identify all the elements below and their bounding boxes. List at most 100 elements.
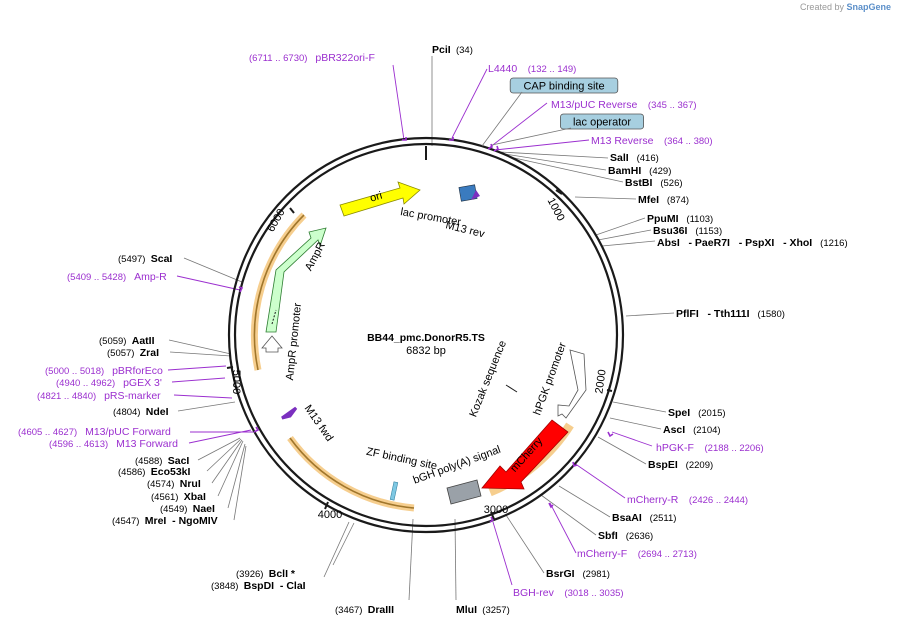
enzyme-mfei-label: MfeI (874) [638,194,689,206]
tick-label-5000: 5000 [230,370,242,394]
enzyme-name: PpuMI [647,213,679,225]
ampr-arrow [265,227,327,333]
enzyme-name: NruI [180,478,201,490]
tick-mark [289,207,295,214]
enzyme-name: MreI [145,515,167,527]
leader-line [491,127,572,146]
enzyme-name: ZraI [140,347,159,359]
tick-label-6000: 6000 [265,207,288,234]
enzyme-name: BspDI [244,580,274,592]
ampr-highlight-line [253,214,305,371]
ori-arrow [339,181,421,217]
enzyme-name: ScaI [151,253,173,265]
enzyme-mlui-label: MluI (3257) [456,604,510,616]
ampr-inner-dash [271,309,277,325]
primer-pbrforeco-label: (5000 .. 5018) pBRforEco [45,365,163,377]
primer-name: mCherry-R [627,494,679,506]
primer-name: pBR322ori-F [315,52,375,64]
enzyme-position: (4588) [135,456,168,467]
enzyme-position: (2511) [642,513,677,524]
enzyme-name: - Tth111I [699,308,750,320]
enzyme-ndei-label: (4804) NdeI [113,406,169,418]
enzyme-name: MfeI [638,194,659,206]
primer-name: BGH-rev [513,587,555,599]
primer-name: L4440 [488,63,517,75]
zf-binding-site-label: ZF binding site [365,446,438,473]
primer-position: (2188 .. 2206) [694,443,764,454]
enzyme-name: MluI [456,604,477,616]
primer-name: pRS-marker [104,390,161,402]
primer-name: Amp-R [134,271,167,283]
enzyme-position: (1216) [812,238,847,249]
primer-mcherry-r-label: mCherry-R (2426 .. 2444) [627,494,748,506]
primer-leader-lines [167,64,653,586]
enzyme-position: (526) [652,178,682,189]
enzyme-position: (429) [641,166,671,177]
enzyme-asci-label: AscI (2104) [663,424,721,436]
enzyme-position: (3848) [211,581,244,592]
primer-l4440-label: L4440 (132 .. 149) [488,63,576,75]
enzyme-nrui-label: (4574) NruI [147,478,201,490]
m13-fwd-label: M13 fwd [302,403,336,444]
enzyme-ppumi-label: PpuMI (1103) [647,213,713,225]
enzyme-name: AbsI [657,237,680,249]
primer-name: M13 Reverse [591,135,654,147]
primer-name: hPGK-F [656,442,694,454]
ampr-promoter-arrow [261,335,283,353]
enzyme-name: - XhoI [774,237,812,249]
primer-markers [238,137,614,523]
enzyme-position: (4574) [147,479,180,490]
plasmid-length: 6832 bp [406,345,446,357]
enzyme-name: - PspXI [730,237,774,249]
snapgene-logo: SnapGene [846,2,891,12]
lac-operator-box [560,113,645,130]
primer-position: (4596 .. 4613) [49,439,116,450]
enzyme-zrai-label: (5057) ZraI [107,347,159,359]
enzyme-bsu36i-label: Bsu36I (1153) [653,225,722,237]
enzyme-position: (2015) [690,408,725,419]
m13-fwd-mark [281,406,298,420]
tick-label-2000: 2000 [593,369,608,395]
enzyme-position: (34) [451,45,473,56]
lac-operator-label: lac operator [573,117,631,129]
enzyme-name: Bsu36I [653,225,688,237]
enzyme-name: SalI [610,152,629,164]
enzyme-position: (4586) [118,467,151,478]
tick-mark [226,366,234,369]
enzyme-position: (4804) [113,407,146,418]
enzyme-position: (416) [629,153,659,164]
tick-mark [490,511,495,520]
enzyme-name: NaeI [193,503,215,515]
primer-name: M13/pUC Forward [85,426,171,438]
tick-mark [606,389,613,392]
enzyme-eco53ki-label: (4586) Eco53kI [118,466,191,478]
enzyme-spei-label: SpeI (2015) [668,407,726,419]
primer-position: (345 .. 367) [637,100,696,111]
cap-binding-site-box [509,77,619,94]
primer-position: (132 .. 149) [517,64,576,75]
credit-prefix: Created by [799,2,844,12]
enzyme-bcli-label: (3926) BclI * [236,568,296,580]
primer-name: pBRforEco [112,365,163,377]
enzyme-name: Eco53kI [151,466,191,478]
enzyme-scai-label: (5497) ScaI [118,253,172,265]
enzyme-bamhi-label: BamHI (429) [608,165,671,177]
enzyme-position: (2104) [685,425,720,436]
primer-mcherry-f-label: mCherry-F (2694 .. 2713) [577,548,697,560]
enzyme-position: (1580) [750,309,785,320]
primer-m13-puc-reverse-label: M13/pUC Reverse (345 .. 367) [551,99,697,111]
primer-position: (3018 .. 3035) [554,588,624,599]
enzyme-position: (4561) [151,492,184,503]
enzyme-position: (1153) [687,226,722,237]
ori-label: ori [369,190,384,205]
enzyme-name: SbfI [598,530,618,542]
enzyme-position: (3257) [477,605,510,616]
enzyme-name: BspEI [648,459,678,471]
tick-label-3000: 3000 [484,504,508,516]
enzyme-position: (4547) [112,516,145,527]
enzyme-name: AscI [663,424,685,436]
enzyme-bsrgi-label: BsrGI (2981) [546,568,610,580]
kozak-label: Kozak sequence [467,339,509,419]
enzyme-name: AatII [132,335,155,347]
enzyme-position: (5057) [107,348,140,359]
